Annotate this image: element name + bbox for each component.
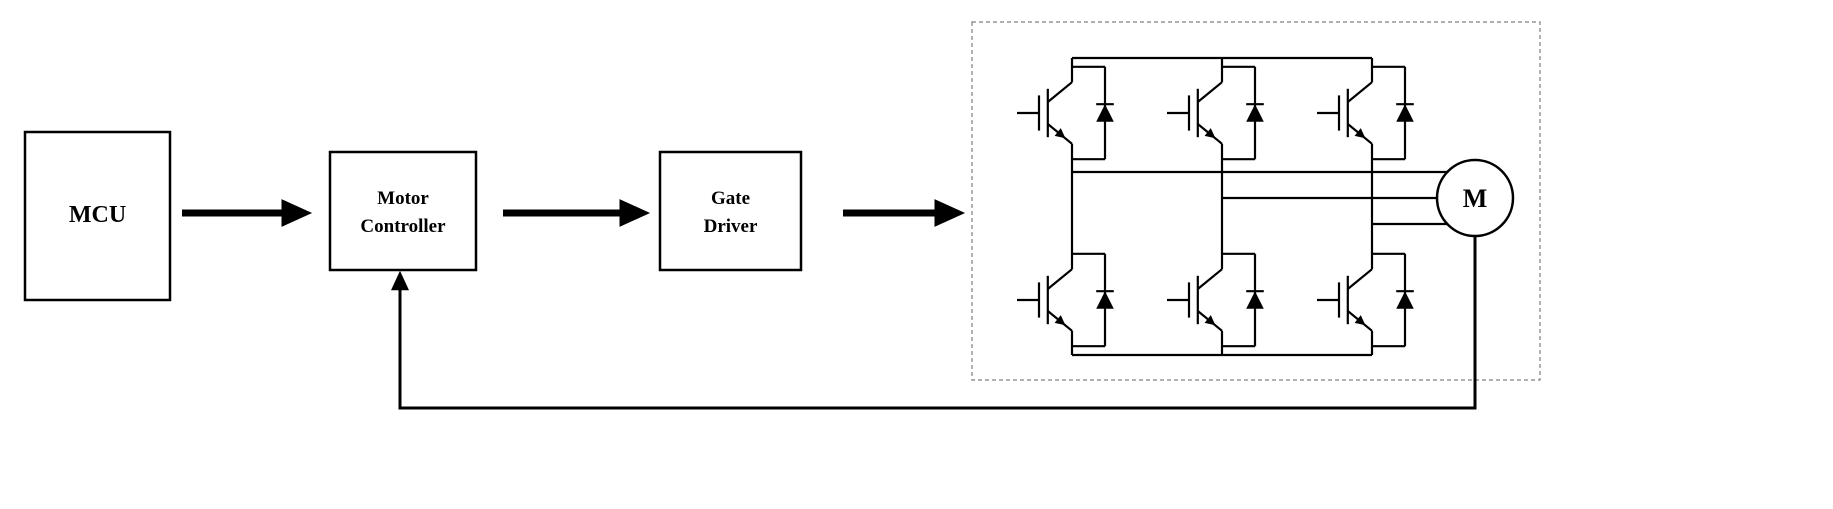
igbt-bottom-2 xyxy=(1165,243,1265,357)
igbt-bottom-1 xyxy=(1015,243,1115,357)
igbt-bottom-3 xyxy=(1315,243,1415,357)
igbt-top-3 xyxy=(1315,56,1415,170)
motor-label: M xyxy=(1463,184,1488,213)
mcu-label: MCU xyxy=(69,202,126,228)
igbt-top-2 xyxy=(1165,56,1265,170)
inverter-dashed-box xyxy=(971,21,1541,381)
feedback-line xyxy=(391,236,1477,410)
igbt-top-1 xyxy=(1015,56,1115,170)
gate-driver-block xyxy=(658,150,803,272)
mcu-block xyxy=(23,130,172,302)
gate-driver-label-line1: Gate xyxy=(711,188,750,209)
motor-controller-block xyxy=(328,150,478,272)
motor-controller-label-line2: Controller xyxy=(360,216,446,237)
motor-controller-label-line1: Motor xyxy=(377,188,429,209)
gate-driver-label-line2: Driver xyxy=(704,216,758,237)
